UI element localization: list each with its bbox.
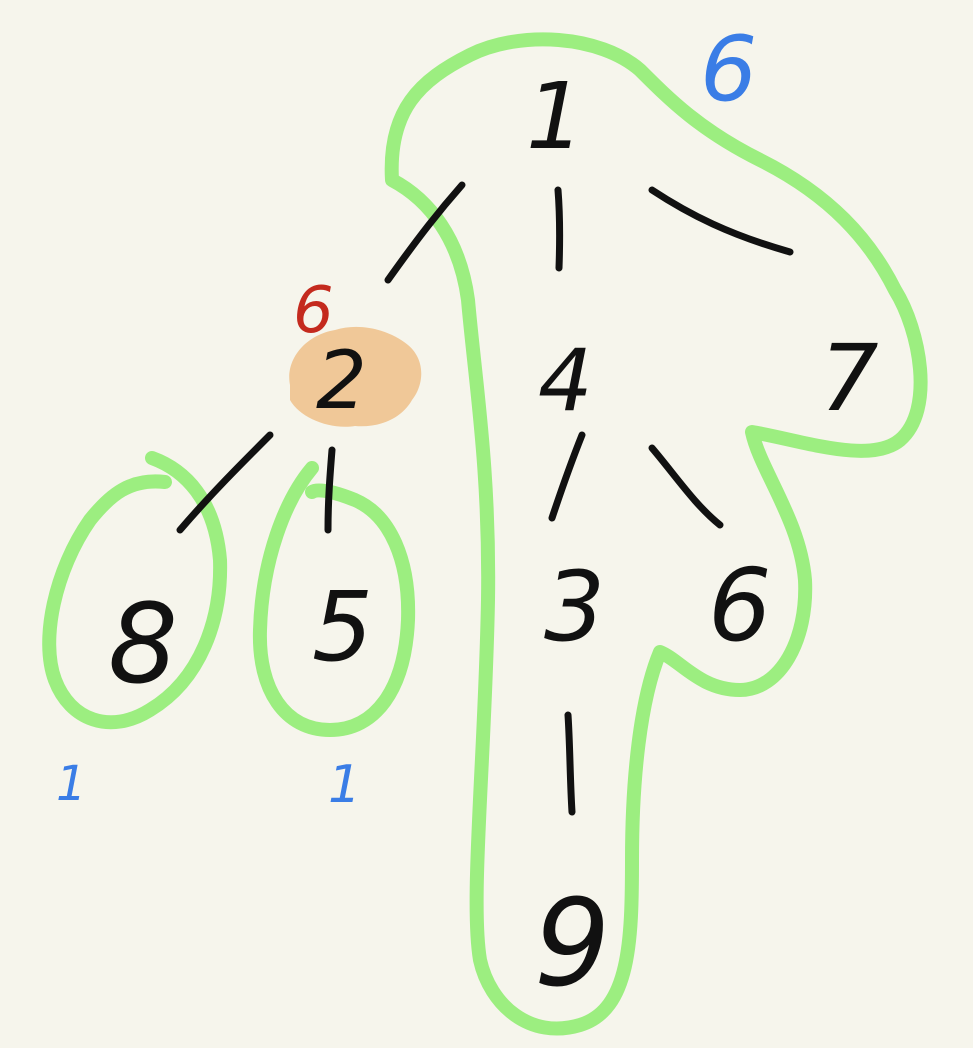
node-9-label: 9 [534, 875, 610, 1014]
left-region-outline [42, 451, 228, 730]
middle-region-outline [252, 461, 416, 737]
edge-4-to-3 [548, 431, 586, 522]
edge-2-to-5 [324, 446, 336, 534]
edge-root-to-2 [384, 181, 466, 284]
node-2-label: 2 [316, 334, 367, 427]
highlight-count: 6 [293, 274, 334, 348]
middle-region-count: 1 [328, 755, 361, 815]
main-region-outline [384, 32, 928, 1036]
edge-root-to-4 [554, 186, 564, 272]
main-region-count: 6 [700, 17, 757, 122]
node-4-label: 4 [538, 331, 593, 431]
left-region-count: 1 [56, 756, 87, 812]
edge-3-to-9 [564, 711, 576, 816]
edge-2-to-8 [176, 431, 274, 534]
node-5-label: 5 [312, 571, 373, 683]
edge-4-to-6 [648, 444, 724, 529]
highlight-blob [289, 326, 422, 427]
node-root-label: 1 [526, 63, 585, 170]
node-8-label: 8 [108, 580, 178, 708]
node-6-label: 6 [708, 547, 772, 664]
node-3-label: 3 [544, 551, 605, 663]
node-7-label: 7 [820, 325, 879, 432]
edge-root-to-7 [648, 186, 794, 256]
